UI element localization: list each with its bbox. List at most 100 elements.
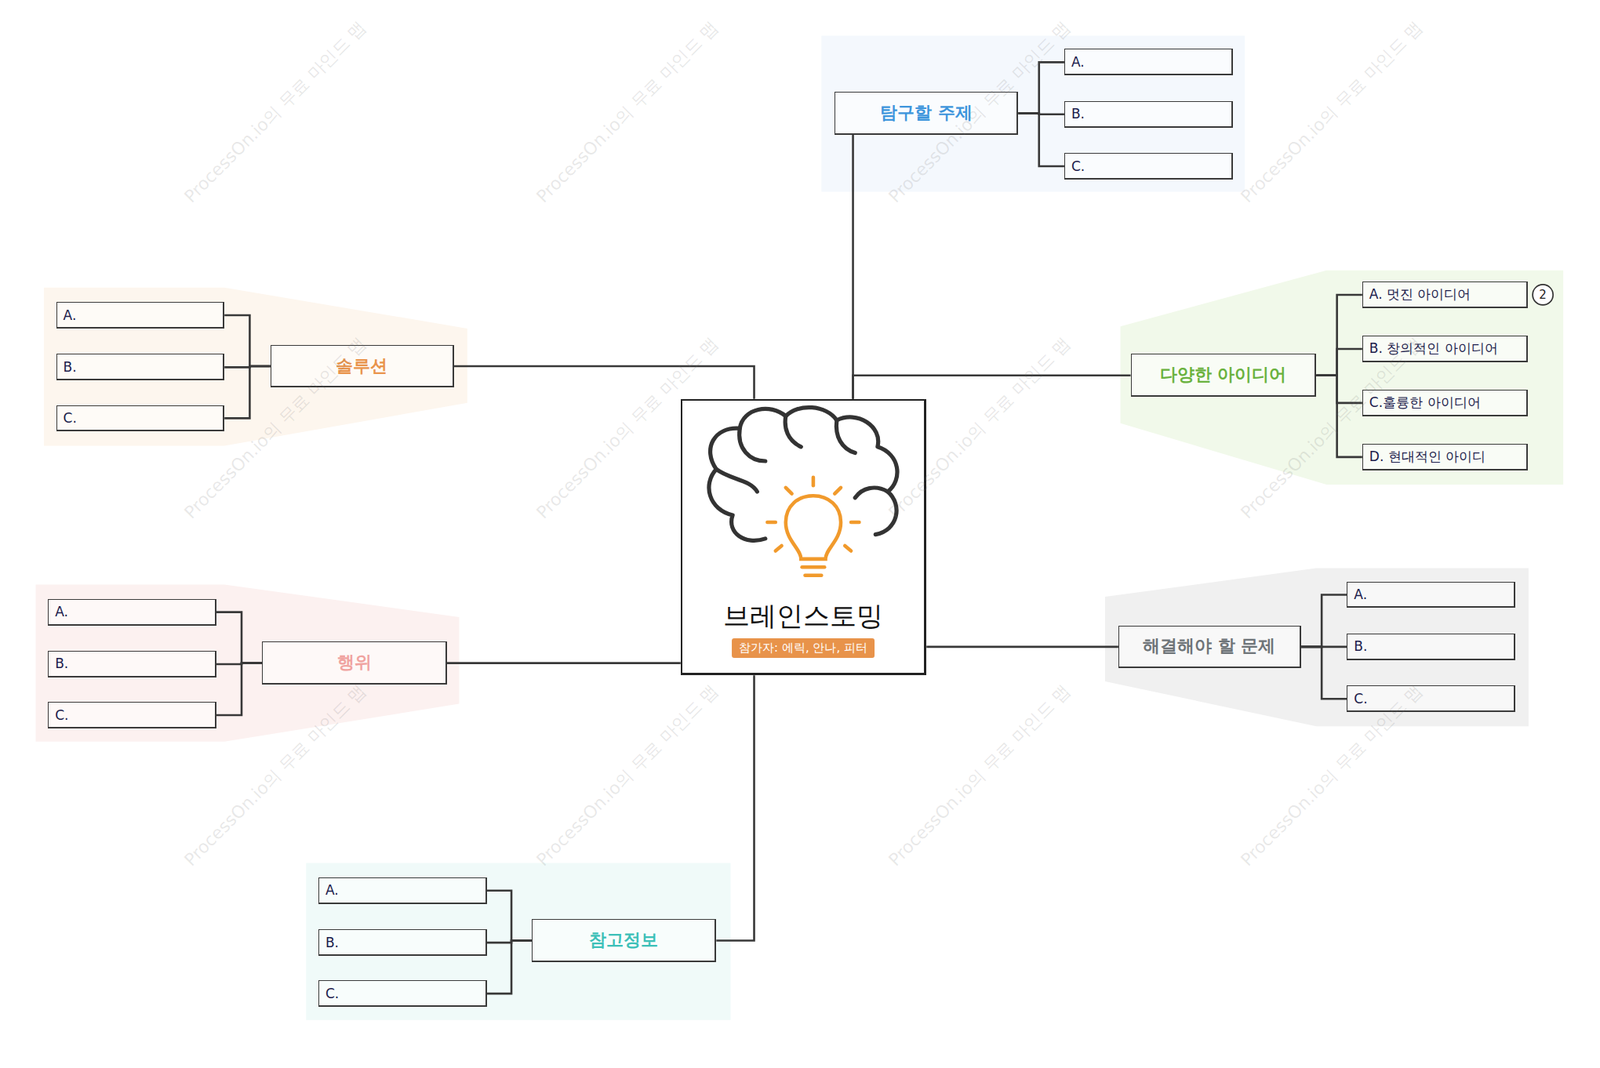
connector-line	[1301, 647, 1348, 699]
connector-line	[926, 646, 1119, 649]
bulb-ray	[767, 520, 775, 525]
connector-line	[216, 663, 263, 716]
connector-line	[224, 366, 271, 419]
subtopic-box: C.	[1064, 152, 1233, 180]
callout-circle	[1532, 284, 1553, 306]
subtopic-label: B.	[325, 934, 339, 951]
connector-line	[1316, 375, 1363, 404]
subtopic-box: A.	[1346, 581, 1516, 609]
subtopic-label: C.	[1071, 158, 1085, 175]
subtopic-box: B.	[1064, 101, 1233, 128]
callout-number: 2	[1538, 287, 1547, 302]
subtopic-label: B.	[1071, 105, 1085, 122]
connector-line	[1316, 375, 1363, 458]
branch-label: 해결해야 할 문제	[1142, 634, 1276, 659]
subtopic-label: B. 창의적인 아이디어	[1369, 339, 1499, 358]
subtopic-label: A.	[54, 603, 69, 620]
bulb-ray	[844, 545, 851, 552]
subtopic-box: C.훌륭한 아이디어	[1362, 389, 1528, 417]
subtopic-label: C.	[325, 985, 339, 1002]
participants-badge: 참가자: 에릭, 안나, 피터	[731, 638, 875, 659]
subtopic-label: C.훌륭한 아이디어	[1369, 393, 1481, 412]
subtopic-box: A.	[318, 877, 488, 905]
connector-line	[716, 675, 754, 941]
branch-label: 탐구할 주제	[880, 101, 973, 125]
connector-line	[1018, 112, 1065, 167]
branch-topic: 행위	[261, 641, 447, 685]
subtopic-label: A.	[1353, 586, 1368, 603]
bulb-ray	[775, 545, 782, 552]
subtopic-box: A. 멋진 아이디어	[1362, 281, 1528, 309]
connector-line	[1301, 594, 1348, 647]
connector-line	[216, 612, 263, 664]
subtopic-label: B.	[54, 655, 69, 672]
watermark: ProcessOn.io의 무료 마인드 맵	[883, 16, 1077, 209]
subtopic-label: A.	[325, 882, 339, 899]
subtopic-label: C.	[54, 707, 69, 724]
subtopic-box: A.	[56, 301, 226, 329]
connector-line	[1018, 61, 1065, 113]
bulb-base	[802, 565, 826, 570]
bulb-icon	[767, 477, 859, 576]
subtopic-label: A.	[63, 307, 77, 324]
subtopic-box: B.	[47, 650, 217, 678]
connector-line	[1316, 294, 1363, 376]
watermark: ProcessOn.io의 무료 마인드 맵	[531, 332, 724, 525]
branch-topic: 참고정보	[531, 919, 717, 963]
brain-fold	[854, 487, 888, 499]
bulb-ray	[850, 520, 859, 525]
branch-topic: 솔루션	[270, 345, 455, 389]
subtopic-box: A.	[47, 599, 217, 626]
topic-band	[821, 36, 1245, 193]
brain-fold	[836, 420, 855, 454]
branch-label: 다양한 아이디어	[1160, 363, 1288, 387]
watermark: ProcessOn.io의 무료 마인드 맵	[1235, 679, 1428, 872]
watermark: ProcessOn.io의 무료 마인드 맵	[883, 332, 1077, 525]
subtopic-box: A.	[1064, 48, 1233, 76]
subtopic-label: B.	[1353, 638, 1368, 655]
solution-band	[43, 287, 468, 447]
branch-label: 참고정보	[589, 928, 659, 953]
subtopic-label: C.	[1353, 690, 1368, 707]
subtopic-label: A.	[1071, 54, 1085, 70]
connector-line	[487, 890, 532, 942]
problem-band	[1105, 568, 1529, 728]
subtopic-label: A. 멋진 아이디어	[1369, 285, 1472, 304]
bulb-base	[805, 573, 822, 578]
brain-fold	[716, 469, 757, 492]
bulb-ray	[834, 487, 841, 495]
branch-label: 솔루션	[335, 354, 388, 379]
watermark: ProcessOn.io의 무료 마인드 맵	[531, 679, 724, 872]
branch-topic: 해결해야 할 문제	[1118, 625, 1302, 670]
subtopic-box: C.	[47, 701, 217, 729]
subtopic-box: D. 현대적인 아이디	[1362, 443, 1528, 471]
branch-label: 행위	[337, 650, 372, 675]
bulb-glass	[785, 495, 841, 560]
watermark: ProcessOn.io의 무료 마인드 맵	[531, 16, 724, 209]
connector-line	[851, 134, 855, 400]
subtopic-box: B.	[1346, 633, 1516, 661]
bulb-ray	[811, 477, 816, 486]
subtopic-label: C.	[63, 410, 77, 426]
action-band	[36, 584, 460, 742]
connector-line	[487, 941, 532, 995]
connector-line	[454, 366, 755, 400]
subtopic-box: B. 창의적인 아이디어	[1362, 335, 1528, 363]
connector-line	[447, 661, 681, 665]
subtopic-label: D. 현대적인 아이디	[1369, 447, 1486, 466]
brain-fold	[739, 428, 766, 462]
subtopic-label: B.	[63, 359, 77, 375]
branch-topic: 다양한 아이디어	[1130, 353, 1317, 397]
watermark: ProcessOn.io의 무료 마인드 맵	[179, 679, 372, 872]
watermark: ProcessOn.io의 무료 마인드 맵	[883, 679, 1077, 872]
central-topic: 브레인스토밍참가자: 에릭, 안나, 피터	[680, 399, 928, 677]
bulb-ray	[785, 487, 793, 495]
watermark: ProcessOn.io의 무료 마인드 맵	[1235, 16, 1428, 209]
subtopic-box: C.	[56, 405, 226, 433]
connector-line	[224, 315, 271, 367]
reference-band	[305, 863, 731, 1021]
central-title: 브레인스토밍	[682, 598, 925, 635]
